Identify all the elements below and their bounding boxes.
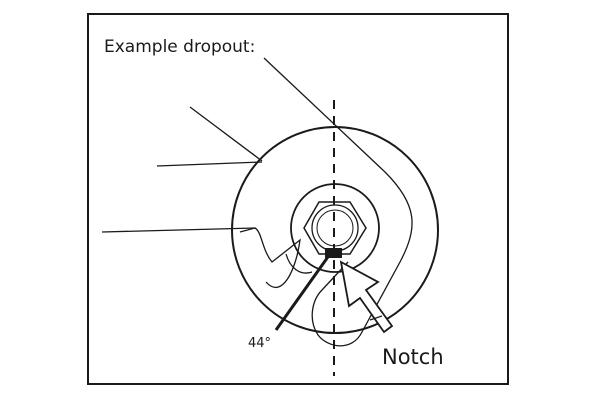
notch-arrow-shaft-detail: [369, 315, 383, 321]
dropout-outline: [239, 57, 413, 347]
leader-line-middle: [156, 161, 263, 167]
diagram-title: Example dropout:: [104, 37, 255, 57]
dropout-inner-curve: [285, 253, 313, 274]
leader-line-bottom: [101, 227, 256, 233]
notch-arrow: [339, 260, 394, 334]
diagram-frame: [87, 13, 509, 385]
angle-line: [274, 253, 332, 331]
angle-label: 44°: [248, 336, 271, 351]
notch-block: [325, 248, 342, 258]
leader-line-top: [189, 106, 263, 162]
notch-label: Notch: [382, 345, 444, 369]
